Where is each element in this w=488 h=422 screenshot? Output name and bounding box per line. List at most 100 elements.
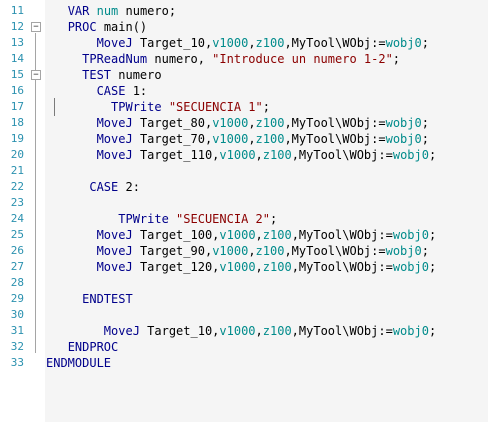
- code-line[interactable]: 23: [0, 195, 488, 211]
- code-token: z100: [255, 116, 285, 130]
- code-token: v1000: [212, 244, 249, 258]
- code-line[interactable]: 19 MoveJ Target_70,v1000,z100,MyTool\WOb…: [0, 131, 488, 147]
- code-text[interactable]: MoveJ Target_70,v1000,z100,MyTool\WObj:=…: [46, 131, 429, 147]
- code-token: 2:: [125, 180, 140, 194]
- line-number: 24: [10, 212, 24, 225]
- code-token: ;: [428, 228, 437, 242]
- code-text[interactable]: MoveJ Target_110,v1000,z100,MyTool\WObj:…: [46, 147, 437, 163]
- code-area[interactable]: [45, 0, 488, 422]
- line-number: 33: [10, 356, 24, 369]
- code-token: v1000: [219, 324, 256, 338]
- indent: [46, 20, 68, 34]
- collapse-fold-icon[interactable]: −: [31, 70, 41, 80]
- code-line[interactable]: 31 MoveJ Target_10,v1000,z100,MyTool\WOb…: [0, 323, 488, 339]
- indent: [46, 52, 82, 66]
- code-token: Target_10,: [139, 36, 213, 50]
- code-text[interactable]: PROC main(): [46, 19, 147, 35]
- code-line[interactable]: 18 MoveJ Target_80,v1000,z100,MyTool\WOb…: [0, 115, 488, 131]
- code-token: ,: [255, 260, 263, 274]
- line-number: 11: [10, 4, 24, 17]
- code-token: wobj0: [392, 324, 429, 338]
- code-line[interactable]: 24 TPWrite "SECUENCIA 2";: [0, 211, 488, 227]
- code-token: MoveJ: [96, 260, 140, 274]
- line-number: 31: [10, 324, 24, 337]
- code-text[interactable]: MoveJ Target_80,v1000,z100,MyTool\WObj:=…: [46, 115, 429, 131]
- code-line[interactable]: 25 MoveJ Target_100,v1000,z100,MyTool\WO…: [0, 227, 488, 243]
- code-text[interactable]: TPReadNum numero, "Introduce un numero 1…: [46, 51, 400, 67]
- code-text[interactable]: ENDMODULE: [46, 355, 111, 371]
- code-token: main(): [103, 20, 148, 34]
- code-token: ;: [392, 52, 401, 66]
- indent: [46, 212, 118, 226]
- code-token: TPWrite: [118, 212, 177, 226]
- code-line[interactable]: 15− TEST numero: [0, 67, 488, 83]
- code-token: ;: [269, 212, 278, 226]
- code-line[interactable]: 20 MoveJ Target_110,v1000,z100,MyTool\WO…: [0, 147, 488, 163]
- code-token: Target_120,: [139, 260, 220, 274]
- code-line[interactable]: 27 MoveJ Target_120,v1000,z100,MyTool\WO…: [0, 259, 488, 275]
- code-text[interactable]: TEST numero: [46, 67, 161, 83]
- code-text[interactable]: MoveJ Target_100,v1000,z100,MyTool\WObj:…: [46, 227, 437, 243]
- code-line[interactable]: 33 ENDMODULE: [0, 355, 488, 371]
- code-line[interactable]: 11 VAR num numero;: [0, 3, 488, 19]
- code-line[interactable]: 22 CASE 2:: [0, 179, 488, 195]
- collapse-fold-icon[interactable]: −: [31, 22, 41, 32]
- code-line[interactable]: 32 ENDPROC: [0, 339, 488, 355]
- code-text[interactable]: MoveJ Target_120,v1000,z100,MyTool\WObj:…: [46, 259, 437, 275]
- code-text[interactable]: TPWrite "SECUENCIA 2";: [46, 211, 277, 227]
- code-line[interactable]: 16 CASE 1:: [0, 83, 488, 99]
- code-token: z100: [255, 132, 285, 146]
- code-token: ;: [428, 324, 437, 338]
- code-token: numero;: [125, 4, 177, 18]
- code-token: wobj0: [392, 148, 429, 162]
- code-line[interactable]: 29 ENDTEST: [0, 291, 488, 307]
- code-token: ;: [428, 260, 437, 274]
- code-token: ;: [421, 116, 429, 130]
- code-token: ,MyTool\WObj:=: [291, 260, 393, 274]
- code-text[interactable]: MoveJ Target_10,v1000,z100,MyTool\WObj:=…: [46, 323, 436, 339]
- code-token: z100: [262, 260, 292, 274]
- code-token: z100: [262, 148, 292, 162]
- code-token: v1000: [212, 116, 249, 130]
- indent: [46, 228, 97, 242]
- indent: [46, 4, 68, 18]
- code-line[interactable]: 28: [0, 275, 488, 291]
- code-token: Target_90,: [139, 244, 213, 258]
- code-lines[interactable]: 11 VAR num numero;12− PROC main()13 Move…: [0, 3, 488, 371]
- code-text[interactable]: VAR num numero;: [46, 3, 176, 19]
- fold-guide-line: [35, 33, 36, 353]
- code-text[interactable]: ENDTEST: [46, 291, 133, 307]
- code-token: 1:: [132, 84, 148, 98]
- code-token: ,: [255, 228, 263, 242]
- code-text[interactable]: CASE 1:: [46, 83, 148, 99]
- code-line[interactable]: 26 MoveJ Target_90,v1000,z100,MyTool\WOb…: [0, 243, 488, 259]
- code-text[interactable]: CASE 2:: [46, 179, 140, 195]
- line-number: 29: [10, 292, 24, 305]
- line-number: 12: [10, 20, 24, 33]
- code-token: z100: [262, 324, 292, 338]
- code-token: MoveJ: [96, 228, 140, 242]
- code-token: ,: [248, 132, 256, 146]
- indent: [46, 132, 97, 146]
- code-text[interactable]: MoveJ Target_10,v1000,z100,MyTool\WObj:=…: [46, 35, 429, 51]
- indent: [46, 36, 97, 50]
- code-token: TEST: [82, 68, 119, 82]
- code-token: VAR: [67, 4, 97, 18]
- code-line[interactable]: 30: [0, 307, 488, 323]
- code-text[interactable]: TPWrite "SECUENCIA 1";: [46, 99, 270, 115]
- code-token: z100: [255, 36, 285, 50]
- code-token: wobj0: [385, 36, 422, 50]
- code-line[interactable]: 14 TPReadNum numero, "Introduce un numer…: [0, 51, 488, 67]
- line-number: 26: [10, 244, 24, 257]
- code-line[interactable]: 13 MoveJ Target_10,v1000,z100,MyTool\WOb…: [0, 35, 488, 51]
- code-line[interactable]: 21: [0, 163, 488, 179]
- code-text[interactable]: MoveJ Target_90,v1000,z100,MyTool\WObj:=…: [46, 243, 429, 259]
- code-token: wobj0: [385, 116, 422, 130]
- code-token: ,: [255, 148, 263, 162]
- code-line[interactable]: 17 TPWrite "SECUENCIA 1";: [0, 99, 488, 115]
- code-text[interactable]: ENDPROC: [46, 339, 119, 355]
- code-line[interactable]: 12− PROC main(): [0, 19, 488, 35]
- code-token: ;: [421, 36, 429, 50]
- code-token: ,MyTool\WObj:=: [291, 324, 393, 338]
